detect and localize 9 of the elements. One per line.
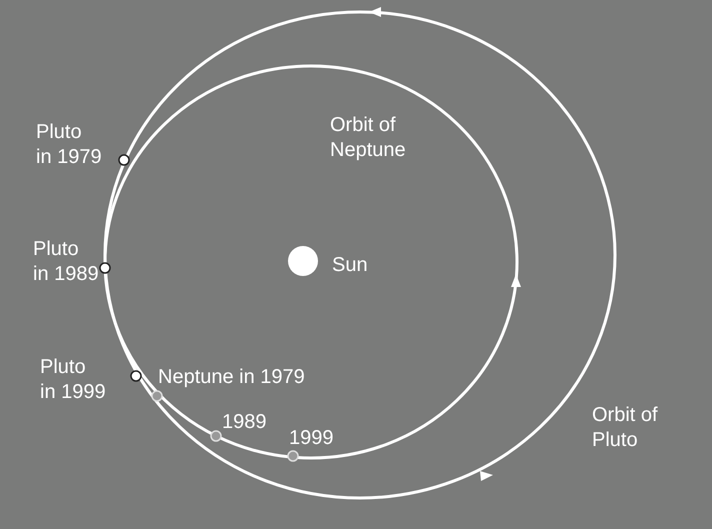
year-label: 1989 xyxy=(222,410,266,435)
position-label: Pluto in 1989 xyxy=(33,237,99,287)
orbit-label: Orbit of Pluto xyxy=(592,403,659,453)
year-label: 1999 xyxy=(289,426,334,451)
position-label: Neptune in 1979 xyxy=(158,365,305,390)
sun-label: Sun xyxy=(332,253,368,278)
orbit-label: Orbit of Neptune xyxy=(330,113,407,163)
position-label: Pluto in 1979 xyxy=(36,120,102,170)
position-label: Pluto in 1999 xyxy=(40,355,106,405)
